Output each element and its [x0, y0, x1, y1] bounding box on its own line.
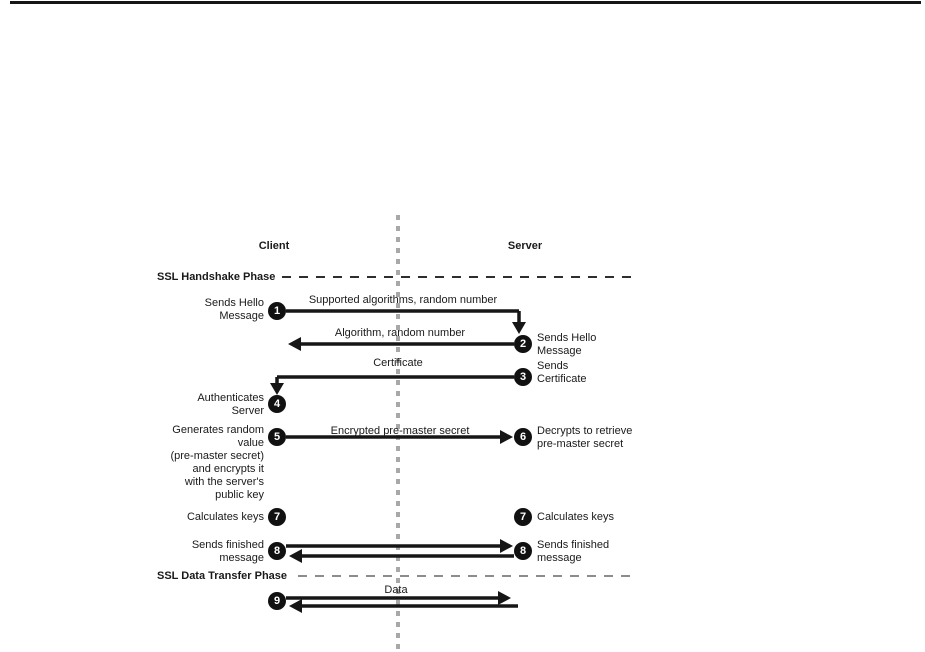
- step7-server-label: Calculates keys: [537, 511, 615, 523]
- step2-server-label: Sends Hello Message: [537, 332, 597, 357]
- step8-server-number-badge: 8: [514, 542, 532, 560]
- step1-client-label: Sends Hello Message: [204, 297, 264, 322]
- arrow-5-head-right: [500, 430, 513, 444]
- handshake-phase-label: SSL Handshake Phase: [157, 271, 276, 283]
- arrow-1-head-down: [512, 322, 526, 334]
- top-divider-rule: [10, 1, 921, 4]
- step7-client-number-badge: 7: [268, 508, 286, 526]
- step3-message-label: Certificate: [373, 357, 423, 369]
- server-column-header: Server: [507, 240, 543, 252]
- step8-client-number-badge: 8: [268, 542, 286, 560]
- arrow-1-line: [286, 309, 521, 323]
- step8-server-label: Sends finished message: [537, 539, 610, 564]
- step5-number-badge: 5: [268, 428, 286, 446]
- arrow-3-head-down: [270, 383, 284, 395]
- arrow-2-head-left: [288, 337, 301, 351]
- step3-number-badge: 3: [514, 368, 532, 386]
- message-arrows: [270, 309, 526, 613]
- arrow-8a-head-right: [500, 539, 513, 553]
- step2-message-label: Algorithm, random number: [334, 327, 466, 339]
- step4-number-badge: 4: [268, 395, 286, 413]
- step6-number-badge: 6: [514, 428, 532, 446]
- step5-client-label: Generates random value (pre-master secre…: [170, 424, 264, 501]
- client-column-header: Client: [258, 240, 290, 252]
- step3-server-label: Sends Certificate: [537, 360, 587, 385]
- step9-message-label: Data: [384, 584, 408, 596]
- step6-server-label: Decrypts to retrieve pre-master secret: [537, 425, 633, 450]
- step1-number-badge: 1: [268, 302, 286, 320]
- step8-client-label: Sends finished message: [191, 539, 264, 564]
- step7-server-number-badge: 7: [514, 508, 532, 526]
- arrow-9a-head-right: [498, 591, 511, 605]
- step1-message-label: Supported algorithms, random number: [308, 294, 498, 306]
- step9-number-badge: 9: [268, 592, 286, 610]
- arrow-3-line: [275, 375, 514, 384]
- arrow-8b-head-left: [289, 549, 302, 563]
- step4-client-label: Authenticates Server: [197, 392, 264, 417]
- data-transfer-phase-label: SSL Data Transfer Phase: [157, 570, 288, 582]
- step2-number-badge: 2: [514, 335, 532, 353]
- arrow-9b-head-left: [289, 599, 302, 613]
- step7-client-label: Calculates keys: [186, 511, 264, 523]
- step5-message-label: Encrypted pre-master secret: [330, 425, 470, 437]
